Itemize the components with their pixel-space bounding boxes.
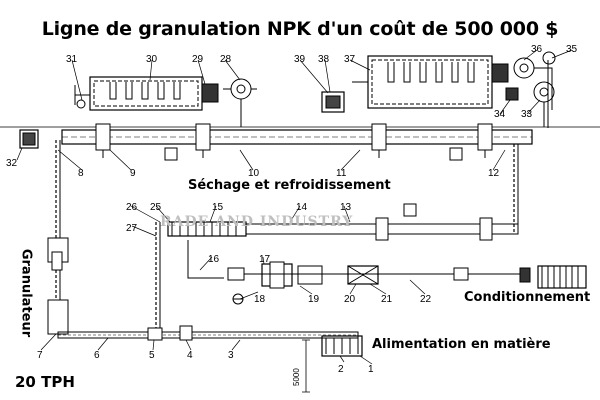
bottom-conveyor xyxy=(57,325,359,341)
feeding-hoppers xyxy=(240,335,363,357)
callout-27: 27 xyxy=(126,223,138,234)
callout-36: 36 xyxy=(531,44,543,55)
callout-2: 2 xyxy=(338,364,344,375)
packaging-section-label: Conditionnement xyxy=(462,290,593,305)
callout-38: 38 xyxy=(318,54,330,65)
callout-5: 5 xyxy=(149,350,155,361)
callout-9: 9 xyxy=(130,168,136,179)
callout-33: 33 xyxy=(521,109,533,120)
callout-20: 20 xyxy=(344,294,356,305)
unit-32 xyxy=(19,129,39,149)
fan-33 xyxy=(505,81,555,103)
callout-34: 34 xyxy=(494,109,506,120)
callout-21: 21 xyxy=(381,294,393,305)
callout-14: 14 xyxy=(296,202,308,213)
granulator-label: Granulateur xyxy=(18,248,34,338)
callout-29: 29 xyxy=(192,54,204,65)
callout-25: 25 xyxy=(150,202,162,213)
callout-15: 15 xyxy=(212,202,224,213)
dust-collector-38 xyxy=(321,91,345,113)
feeding-section-label: Alimentation en matière xyxy=(370,337,553,352)
callout-3: 3 xyxy=(228,350,234,361)
callout-8: 8 xyxy=(78,168,84,179)
callout-10: 10 xyxy=(248,168,260,179)
callout-13: 13 xyxy=(340,202,352,213)
fan-36 xyxy=(513,57,535,79)
callout-22: 22 xyxy=(420,294,432,305)
callout-37: 37 xyxy=(344,54,356,65)
callout-39: 39 xyxy=(294,54,306,65)
callout-35: 35 xyxy=(566,44,578,55)
callout-19: 19 xyxy=(308,294,320,305)
callout-16: 16 xyxy=(208,254,220,265)
callout-31: 31 xyxy=(66,54,78,65)
rotary-dryer-line xyxy=(61,123,533,161)
vertical-conveyor-8 xyxy=(47,140,69,335)
callout-26: 26 xyxy=(126,202,138,213)
cooling-tank-37 xyxy=(352,55,509,109)
screening-line xyxy=(167,203,519,241)
callout-numbers: 1 2 3 4 5 6 7 8 9 10 11 12 13 14 15 16 1… xyxy=(6,44,578,375)
callout-28: 28 xyxy=(220,54,232,65)
callout-1: 1 xyxy=(368,364,374,375)
dimension-label: 5000 xyxy=(292,368,301,386)
callout-17: 17 xyxy=(259,254,271,265)
fan-28 xyxy=(223,78,257,105)
callout-32: 32 xyxy=(6,158,18,169)
callout-30: 30 xyxy=(146,54,158,65)
callout-11: 11 xyxy=(336,168,347,179)
callout-6: 6 xyxy=(94,350,100,361)
hot-air-furnace xyxy=(74,76,219,111)
callout-4: 4 xyxy=(187,350,193,361)
callout-leaders xyxy=(16,49,573,365)
watermark: RADE AND INDUSTRY xyxy=(160,214,354,230)
page-title: Ligne de granulation NPK d'un coût de 50… xyxy=(41,18,559,40)
callout-18: 18 xyxy=(254,294,266,305)
capacity-label: 20 TPH xyxy=(15,373,75,391)
callout-12: 12 xyxy=(488,168,500,179)
callout-7: 7 xyxy=(37,350,43,361)
packaging-feed-line xyxy=(187,240,587,289)
drying-section-label: Séchage et refroidissement xyxy=(186,178,393,193)
